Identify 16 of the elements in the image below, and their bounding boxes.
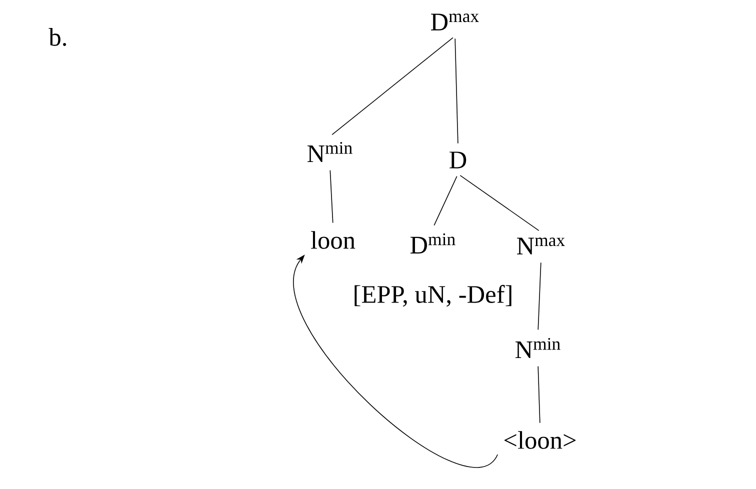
branch-line xyxy=(434,176,458,226)
branch-line xyxy=(454,38,458,144)
list-marker: b. xyxy=(48,28,66,46)
branch-line xyxy=(330,170,334,224)
tree-label-with-features: D$^{min}$ [EPP, uN, -Def] xyxy=(354,233,512,307)
tree-label: D xyxy=(450,152,466,168)
tree-label: <loon> xyxy=(504,431,576,449)
branch-line xyxy=(538,366,540,424)
tree-label: N$^{min}$ xyxy=(307,142,352,162)
tree-label: N$^{max}$ xyxy=(517,238,565,254)
tree-label: D$^{max}$ xyxy=(431,14,479,30)
tree-label: loon xyxy=(311,231,356,249)
branch-line xyxy=(332,37,454,136)
branch-line xyxy=(460,175,540,231)
tree-label: N$^{min}$ xyxy=(515,338,560,358)
branch-line xyxy=(538,262,542,330)
